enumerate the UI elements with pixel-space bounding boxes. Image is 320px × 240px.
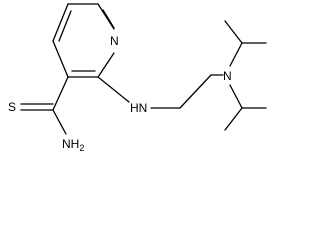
thioamide-group: [20, 76, 69, 135]
ethylene-linker: [97, 74, 224, 109]
bond: [52, 109, 67, 135]
bond: [97, 76, 130, 103]
bond: [102, 9, 115, 29]
tertiary-nitrogen-label: N: [223, 69, 232, 83]
sulfur-label: S: [8, 100, 16, 114]
bond: [229, 84, 243, 109]
bond: [229, 42, 243, 67]
bond: [97, 52, 115, 78]
amide-nh2-label: NH2: [62, 137, 84, 153]
molecule-structure: N S HN N NH2: [8, 3, 267, 153]
amide-nh2-subscript: 2: [79, 143, 84, 153]
bond: [179, 74, 212, 109]
bond: [52, 40, 69, 78]
amine-nh-label: HN: [130, 101, 147, 115]
amide-nh2-text: NH: [62, 137, 79, 151]
ring-nitrogen-label: N: [110, 34, 119, 48]
pyridine-ring: [52, 3, 115, 78]
bond: [52, 76, 69, 111]
bond: [224, 20, 243, 44]
bond: [58, 10, 72, 42]
bond: [224, 107, 243, 131]
isopropyl-upper: [224, 20, 267, 67]
isopropyl-lower: [224, 84, 267, 131]
bond: [52, 3, 69, 42]
